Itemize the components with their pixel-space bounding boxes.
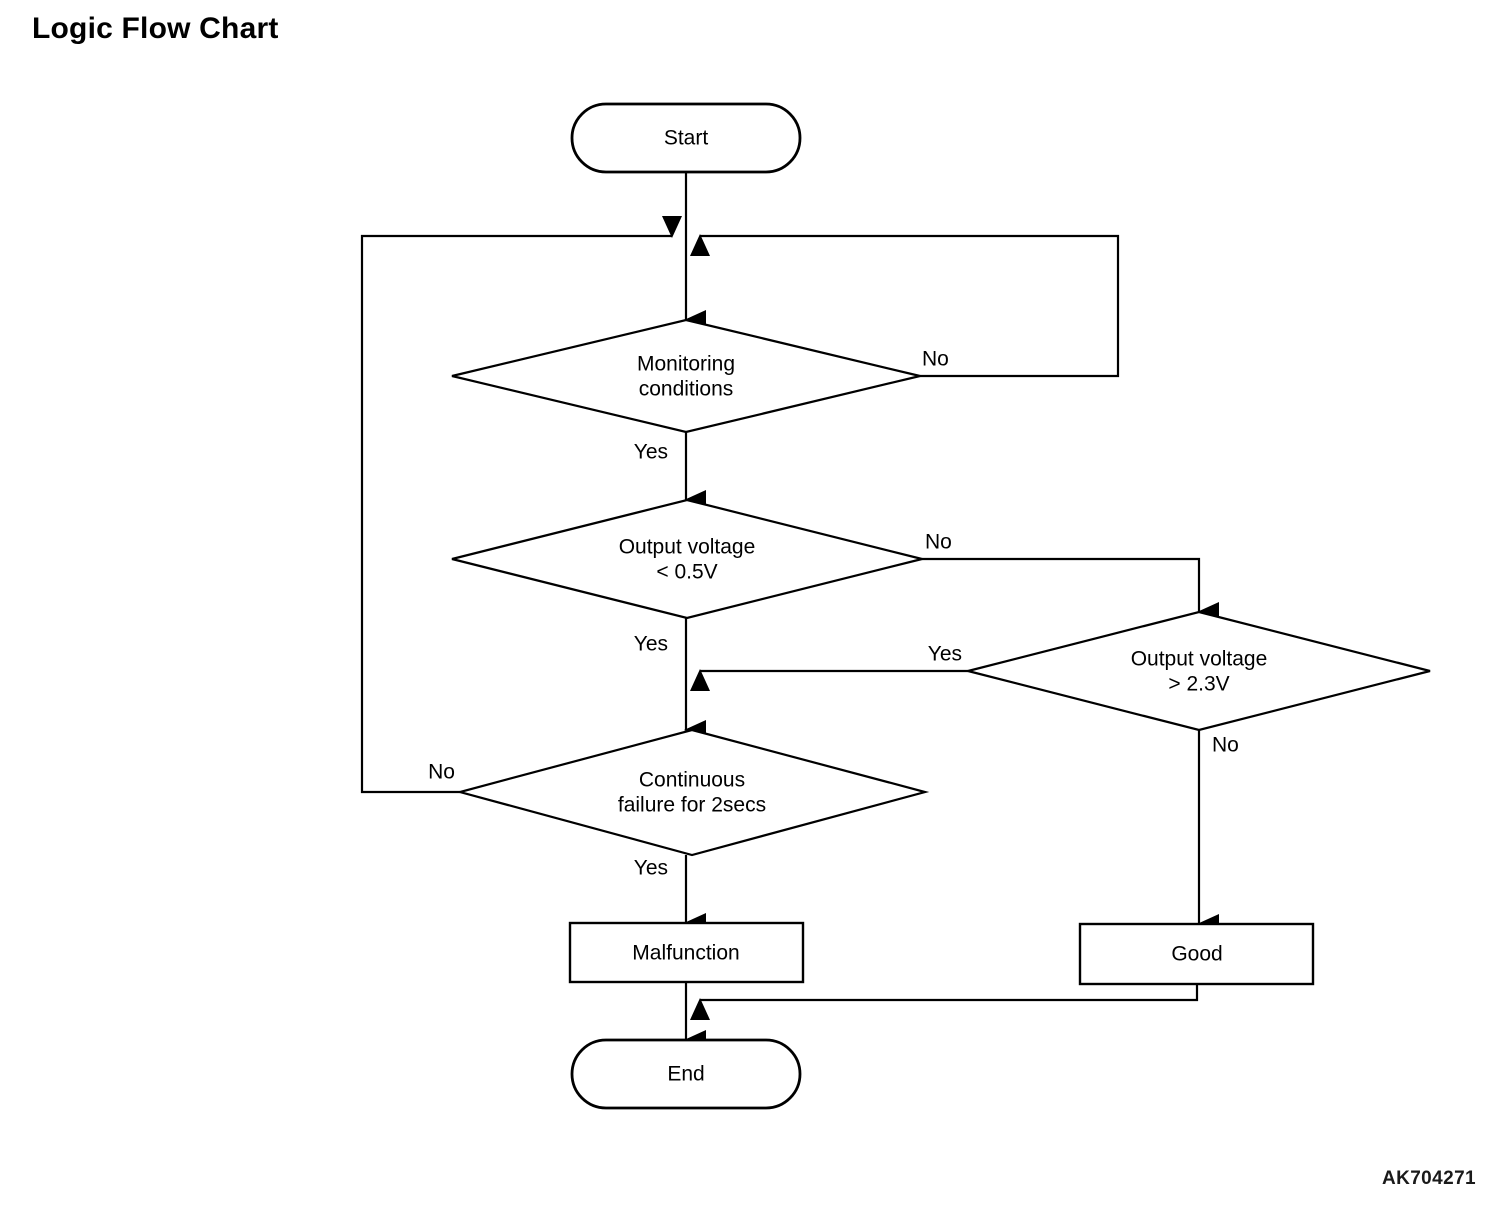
edge-monitoring-no <box>689 233 1120 378</box>
node-continuous-failure[interactable]: Continuous failure for 2secs <box>455 728 930 857</box>
node-vhigh-line2: > 2.3V <box>1168 673 1229 696</box>
page-title: Logic Flow Chart <box>32 12 279 45</box>
edge-label-vlow-no: No <box>925 531 952 554</box>
node-end-label: End <box>667 1063 704 1086</box>
node-monitoring-conditions[interactable]: Monitoring conditions <box>451 318 921 434</box>
edge-label-continuous-yes: Yes <box>634 857 668 880</box>
node-good-label: Good <box>1171 943 1222 966</box>
node-output-voltage-high[interactable]: Output voltage > 2.3V <box>967 610 1431 732</box>
edge-good-end <box>689 984 1199 1021</box>
edge-label-vlow-yes: Yes <box>634 633 668 656</box>
node-start[interactable]: Start <box>570 102 802 174</box>
node-malfunction[interactable]: Malfunction <box>568 921 805 984</box>
edge-continuous-no <box>360 215 683 794</box>
edge-label-continuous-no: No <box>428 761 455 784</box>
edge-label-layer: No Yes No Yes Yes No No Yes <box>428 348 1239 880</box>
edge-vlow-no <box>922 557 1220 623</box>
node-vlow-line1: Output voltage <box>619 536 756 559</box>
edge-label-monitoring-yes: Yes <box>634 441 668 464</box>
edge-label-monitoring-no: No <box>922 348 949 371</box>
node-vhigh-line1: Output voltage <box>1131 648 1268 671</box>
node-output-voltage-low[interactable]: Output voltage < 0.5V <box>451 498 923 620</box>
reference-code: AK704271 <box>1381 1168 1476 1189</box>
node-monitoring-line2: conditions <box>639 378 734 401</box>
node-start-label: Start <box>664 127 709 150</box>
node-good[interactable]: Good <box>1078 922 1315 986</box>
edge-label-vhigh-yes: Yes <box>928 643 962 666</box>
node-vlow-line2: < 0.5V <box>656 561 717 584</box>
node-continuous-line2: failure for 2secs <box>618 794 766 817</box>
node-monitoring-line1: Monitoring <box>637 353 735 376</box>
node-end[interactable]: End <box>570 1038 802 1110</box>
connector-layer <box>360 172 1220 1051</box>
node-malfunction-label: Malfunction <box>632 942 739 965</box>
node-continuous-line1: Continuous <box>639 769 745 792</box>
edge-label-vhigh-no: No <box>1212 734 1239 757</box>
